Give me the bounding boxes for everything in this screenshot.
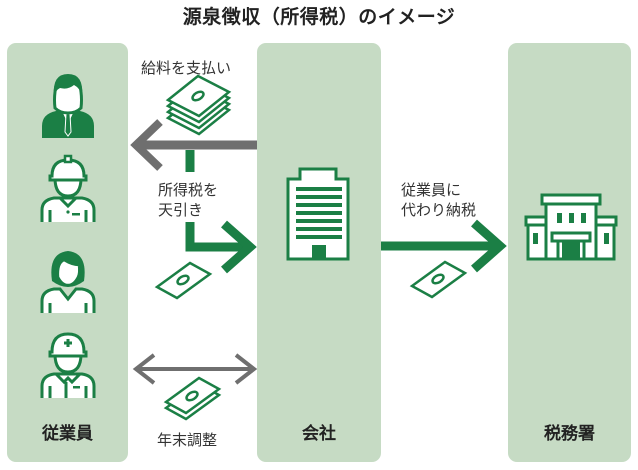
site-worker-icon: [40, 332, 96, 398]
withholding-banknote-icon: [154, 261, 213, 300]
year-end-money-icon: [163, 376, 222, 421]
employees-label: 従業員: [42, 424, 93, 444]
office-worker-icon: [42, 74, 94, 138]
payment-label-line1: 従業員に: [401, 181, 462, 199]
year-end-arrow: [132, 353, 258, 385]
company-label: 会社: [302, 424, 336, 444]
payment-banknote-icon: [409, 260, 468, 299]
withholding-label-line1: 所得税を: [158, 181, 219, 199]
construction-worker-icon: [40, 154, 96, 222]
tax-office-label: 税務署: [544, 424, 595, 444]
diagram-title: 源泉徴収（所得税）のイメージ: [182, 6, 456, 28]
withholding-arrow: [185, 150, 257, 274]
salary-arrow: [130, 119, 257, 171]
payment-arrow: [381, 219, 507, 273]
withholding-label: 所得税を 天引き: [158, 180, 218, 220]
payment-label-line2: 代わり納税: [401, 201, 477, 219]
payment-label: 従業員に 代わり納税: [401, 180, 476, 220]
money-stack-icon: [165, 74, 232, 136]
withholding-label-line2: 天引き: [158, 201, 204, 219]
tax-office-building-icon: [524, 193, 618, 261]
female-employee-icon: [40, 251, 96, 313]
office-building-icon: [286, 167, 350, 261]
salary-label: 給料を支払い: [141, 59, 232, 77]
year-end-label: 年末調整: [157, 431, 218, 449]
